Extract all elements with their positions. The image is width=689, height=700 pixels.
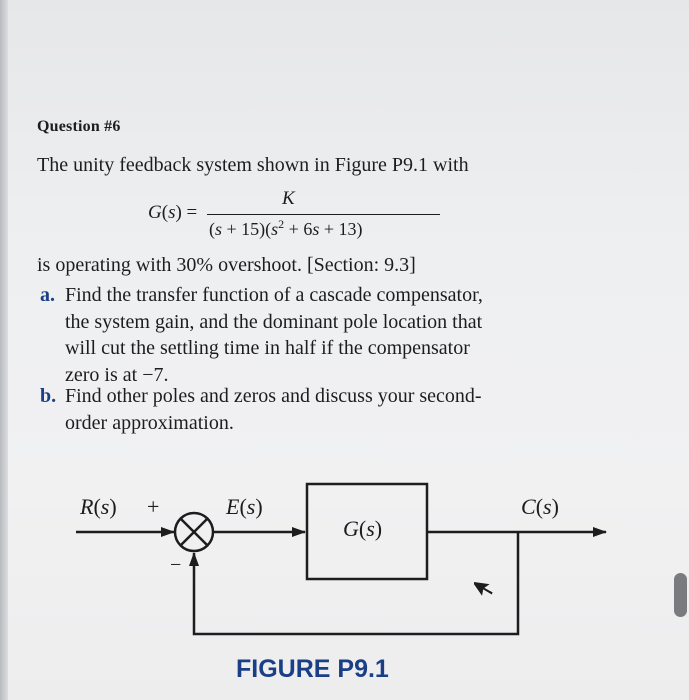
operating-paragraph: is operating with 30% overshoot. [Sectio… bbox=[37, 254, 416, 276]
error-label: E(s) bbox=[226, 494, 263, 519]
page-edge bbox=[0, 0, 8, 700]
intro-text: The unity feedback system shown in Figur… bbox=[37, 154, 469, 176]
fraction-bar bbox=[207, 214, 440, 215]
part-b-text: Find other poles and zeros and discuss y… bbox=[65, 383, 482, 436]
part-b-line: order approximation. bbox=[65, 411, 234, 434]
minus-sign: − bbox=[170, 554, 182, 576]
equation-numerator: K bbox=[282, 188, 295, 209]
denominator-exponent: 2 bbox=[278, 217, 285, 231]
output-label: C(s) bbox=[521, 494, 559, 519]
part-a-line: Find the transfer function of a cascade … bbox=[65, 284, 483, 306]
input-label: R(s) bbox=[80, 494, 117, 519]
equation-lhs: G(s) = bbox=[148, 202, 198, 223]
part-a-letter: a. bbox=[40, 284, 55, 306]
plus-sign: + bbox=[147, 494, 160, 519]
figure-caption: FIGURE P9.1 bbox=[236, 655, 389, 683]
question-label: Question #6 bbox=[37, 118, 121, 135]
part-b-letter: b. bbox=[40, 385, 57, 407]
summing-junction-icon bbox=[173, 511, 215, 553]
block-label: G(s) bbox=[343, 516, 383, 541]
feedback-path bbox=[189, 532, 520, 636]
part-a-line: zero is at −7. bbox=[65, 363, 169, 386]
part-a-line: will cut the settling time in half if th… bbox=[65, 337, 470, 359]
part-a-line: the system gain, and the dominant pole l… bbox=[65, 310, 483, 333]
scrollbar-thumb[interactable] bbox=[674, 573, 687, 617]
part-b-line: Find other poles and zeros and discuss y… bbox=[65, 385, 482, 407]
mouse-pointer-icon bbox=[474, 580, 495, 599]
equation-denominator: (s + 15)(s2 + 6s + 13) bbox=[209, 217, 363, 239]
part-a-text: Find the transfer function of a cascade … bbox=[65, 282, 483, 388]
